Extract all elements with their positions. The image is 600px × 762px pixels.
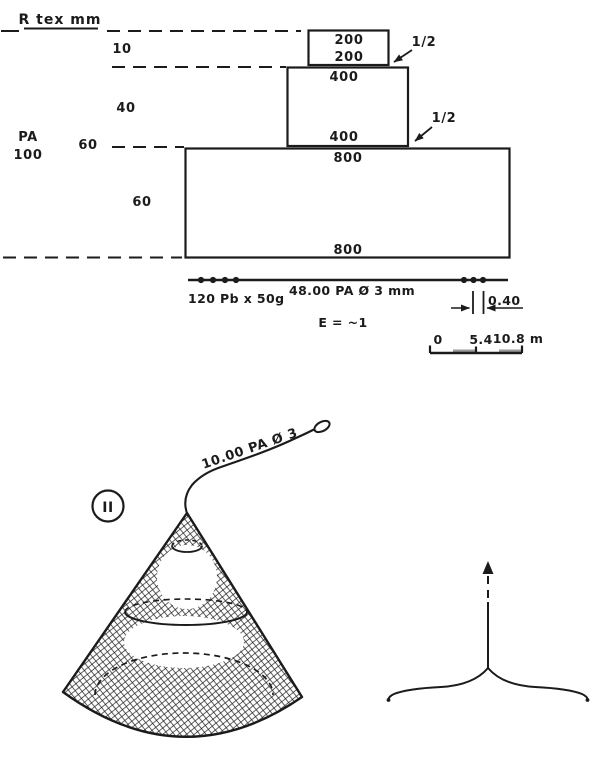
taper-label-2: 1/2 xyxy=(432,111,457,126)
right-curve-end-dot xyxy=(585,698,590,702)
footrope-spec-label: 48.00 PA Ø 3 mm xyxy=(289,283,415,298)
section3-top-mesh-count: 800 xyxy=(334,151,363,166)
scale-end-label: 10.8 m xyxy=(493,331,544,346)
figure-number-circle xyxy=(91,489,125,523)
net-section-1 xyxy=(307,29,390,67)
hauling-rope-spec-label: 10.00 PA Ø 3 xyxy=(200,426,300,473)
hanging-ratio-label: E = ~1 xyxy=(318,315,367,330)
scale-mid-label: 5.4 xyxy=(469,332,492,347)
scale-zero-label: 0 xyxy=(433,332,442,347)
hauling-force-symbol xyxy=(386,561,590,702)
footrope-assembly: 120 Pb x 50g 48.00 PA Ø 3 mm E = ~1 xyxy=(188,276,508,330)
figure-number-label: II xyxy=(102,500,113,516)
taper-arrow-1 xyxy=(393,49,413,63)
section2-bottom-mesh-count: 400 xyxy=(330,130,359,145)
mesh-plan-diagram: R tex mm 10 40 PA 100 60 60 200 200 1/2 … xyxy=(1,12,544,355)
depth-label-60a: 60 xyxy=(78,138,97,153)
net-cone xyxy=(61,511,304,738)
taper-arrow-2 xyxy=(414,126,433,142)
material-label: PA xyxy=(18,130,38,145)
depth-label-40: 40 xyxy=(116,101,135,116)
cone-clear-zone-lower xyxy=(124,616,244,668)
scale-segment-gray-2 xyxy=(499,349,521,353)
left-curve-end-dot xyxy=(386,698,391,702)
rope-end-loop xyxy=(313,419,331,434)
ring2-front-edge xyxy=(124,611,248,626)
skirt-back-edge xyxy=(94,652,274,696)
cast-net-perspective: II 10.00 PA Ø 3 xyxy=(61,419,590,738)
depth-label-60b: 60 xyxy=(132,195,151,210)
cone-clear-zone-upper xyxy=(157,545,217,609)
right-skirt-curve xyxy=(487,667,589,702)
section1-top-mesh-count: 200 xyxy=(335,33,364,48)
lead-weights-right xyxy=(460,276,487,284)
ring2-back-edge xyxy=(124,598,248,613)
scale-bar: 0 5.4 10.8 m xyxy=(428,331,544,355)
ring1-back-edge xyxy=(171,539,203,547)
weights-spec-label: 120 Pb x 50g xyxy=(188,291,284,306)
ring1-front-edge xyxy=(171,545,203,553)
section3-bottom-mesh-count: 800 xyxy=(334,243,363,258)
depth-label-10: 10 xyxy=(112,42,131,57)
scale-segment-gray-1 xyxy=(453,349,476,353)
net-section-3 xyxy=(184,147,511,259)
rtex-value-label: 100 xyxy=(14,148,43,163)
hauling-rope xyxy=(184,428,316,517)
lead-weights-left xyxy=(197,276,240,284)
section2-top-mesh-count: 400 xyxy=(330,70,359,85)
rtex-header-label: R tex mm xyxy=(19,12,102,28)
weight-spacing-dimension: 0.40 xyxy=(451,291,523,314)
weight-spacing-label: 0.40 xyxy=(488,293,520,308)
net-section-2 xyxy=(286,66,410,148)
up-arrow-head xyxy=(482,561,494,574)
taper-label-1: 1/2 xyxy=(412,35,437,50)
section1-bottom-mesh-count: 200 xyxy=(335,50,364,65)
left-skirt-curve xyxy=(387,667,489,702)
